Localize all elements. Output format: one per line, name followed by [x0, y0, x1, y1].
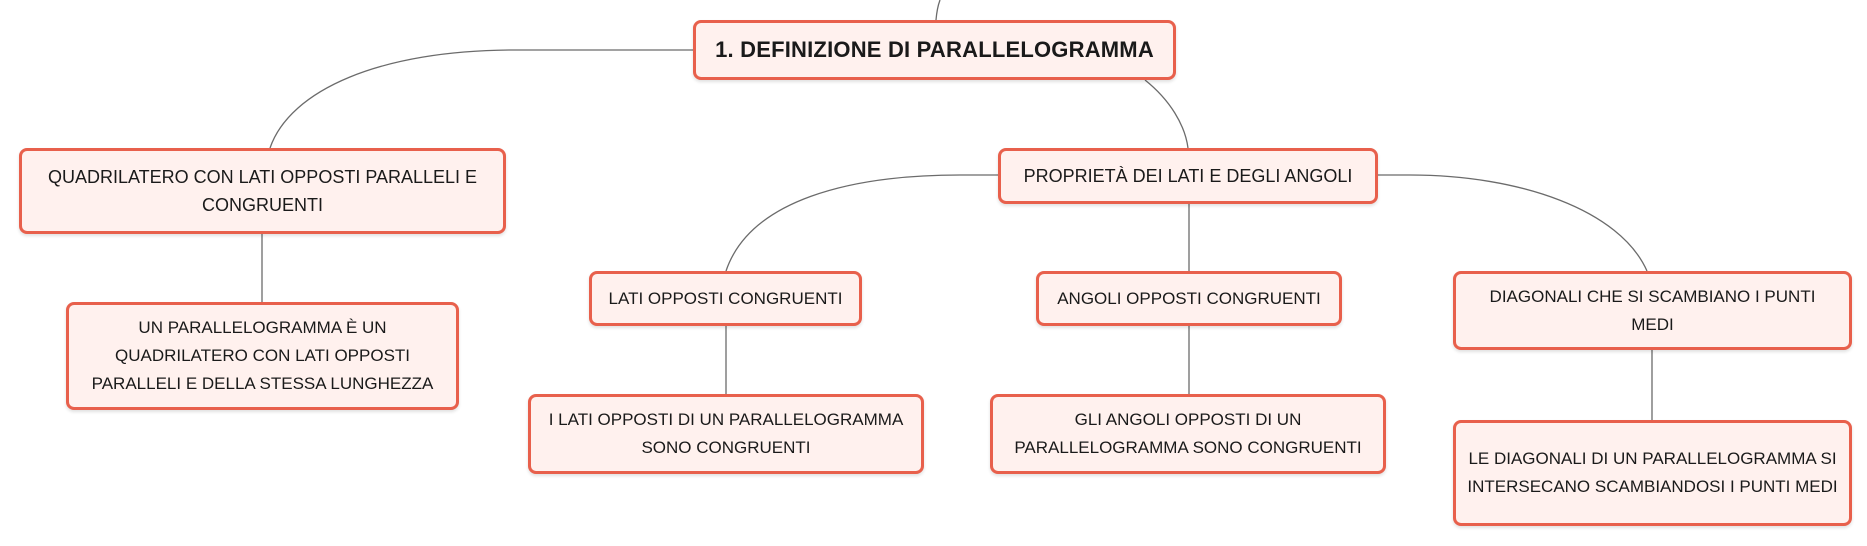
node-angoli-opposti-child[interactable]: GLI ANGOLI OPPOSTI DI UN PARALLELOGRAMMA…	[990, 394, 1386, 474]
node-diagonali[interactable]: DIAGONALI CHE SI SCAMBIANO I PUNTI MEDI	[1453, 271, 1852, 350]
connector-root-def	[269, 49, 695, 149]
node-definition[interactable]: QUADRILATERO CON LATI OPPOSTI PARALLELI …	[19, 148, 506, 234]
connector-parent-root	[935, 0, 941, 21]
node-lati-opposti-child[interactable]: I LATI OPPOSTI DI UN PARALLELOGRAMMA SON…	[528, 394, 924, 474]
connector-prop-lati	[725, 174, 998, 272]
node-definition-child[interactable]: UN PARALLELOGRAMMA È UN QUADRILATERO CON…	[66, 302, 459, 410]
node-diagonali-child[interactable]: LE DIAGONALI DI UN PARALLELOGRAMMA SI IN…	[1453, 420, 1852, 526]
node-lati-opposti[interactable]: LATI OPPOSTI CONGRUENTI	[589, 271, 862, 326]
node-properties[interactable]: PROPRIETÀ DEI LATI E DEGLI ANGOLI	[998, 148, 1378, 204]
connector-root-prop	[1144, 79, 1189, 149]
node-angoli-opposti[interactable]: ANGOLI OPPOSTI CONGRUENTI	[1036, 271, 1342, 326]
connector-prop-diag	[1378, 174, 1648, 272]
node-root[interactable]: 1. DEFINIZIONE DI PARALLELOGRAMMA	[693, 20, 1176, 80]
